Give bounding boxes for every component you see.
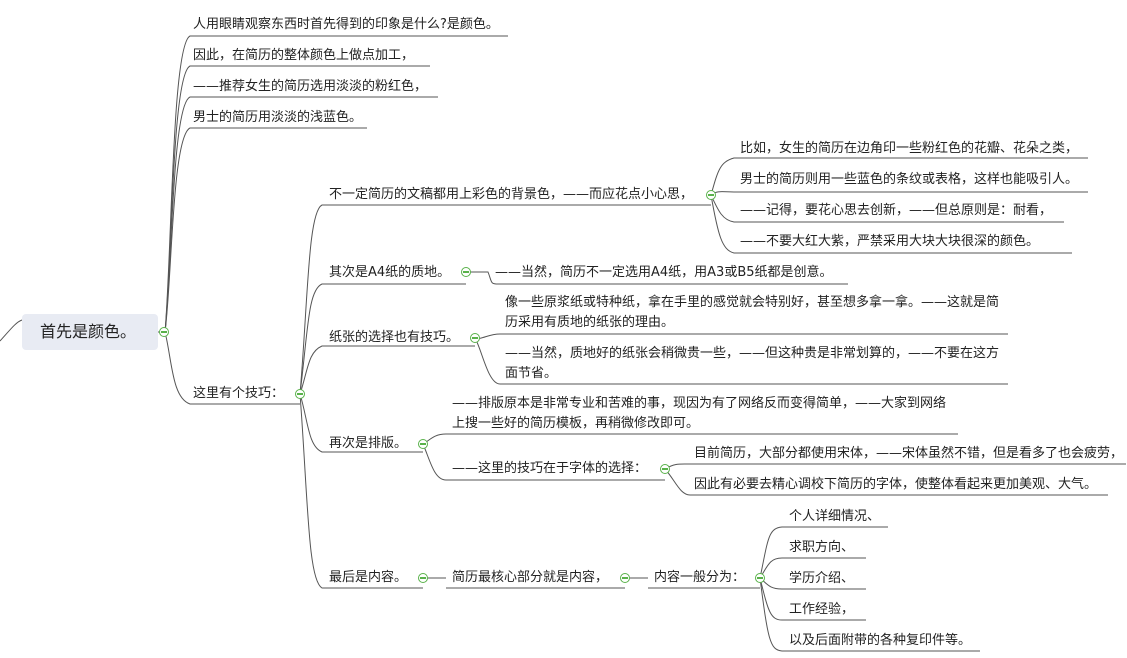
- intro-item[interactable]: 因此，在简历的整体颜色上做点加工，: [193, 48, 415, 63]
- font-topic[interactable]: ——这里的技巧在于字体的选择：: [452, 461, 648, 476]
- intro-item[interactable]: ——推荐女生的简历选用淡淡的粉红色，: [193, 79, 428, 94]
- intro-item[interactable]: 人用眼睛观察东西时首先得到的印象是什么?是颜色。: [193, 17, 499, 32]
- split-child[interactable]: 学历介绍、: [789, 571, 855, 586]
- connector-a4: [299, 283, 466, 395]
- background-collapse-icon[interactable]: [706, 190, 716, 200]
- root-incoming-connector: [0, 319, 23, 342]
- a4-collapse-icon[interactable]: [461, 267, 471, 277]
- font-child[interactable]: 因此有必要去精心调校下简历的字体，使整体看起来更加美观、大气。: [694, 477, 1098, 492]
- content-core-topic[interactable]: 简历最核心部分就是内容，: [452, 570, 609, 585]
- connector-intro-4: [164, 127, 367, 333]
- background-topic[interactable]: 不一定简历的文稿都用上彩色的背景色，——而应花点小心思，: [329, 187, 694, 202]
- split-child[interactable]: 工作经验，: [789, 602, 855, 617]
- layout-child[interactable]: ——排版原本是非常专业和苦难的事，现因为有了网络反而变得简单，——大家到网络上搜…: [452, 396, 947, 431]
- root-topic[interactable]: 首先是颜色。: [22, 314, 158, 350]
- content-topic[interactable]: 最后是内容。: [329, 570, 408, 585]
- paper-child[interactable]: 像一些原浆纸或特种纸，拿在手里的感觉就会特别好，甚至想多拿一拿。——这就是简历采…: [505, 295, 1000, 330]
- connector-tips: [164, 331, 300, 405]
- layout-collapse-icon[interactable]: [418, 439, 428, 449]
- split-child[interactable]: 个人详细情况、: [789, 509, 881, 524]
- split-collapse-icon[interactable]: [755, 573, 765, 583]
- intro-item[interactable]: 男士的简历用淡淡的浅蓝色。: [193, 110, 363, 125]
- content-split-topic[interactable]: 内容一般分为：: [654, 570, 746, 585]
- a4-child[interactable]: ——当然，简历不一定选用A4纸，用A3或B5纸都是创意。: [495, 265, 833, 280]
- core-collapse-icon[interactable]: [620, 573, 630, 583]
- background-child[interactable]: ——不要大红大紫，严禁采用大块大块很深的颜色。: [740, 234, 1040, 249]
- connector-intro-3: [164, 96, 438, 333]
- background-child[interactable]: ——记得，要花心思去创新，——但总原则是：耐看，: [740, 203, 1053, 218]
- connector-paper: [299, 345, 475, 395]
- root-collapse-icon[interactable]: [159, 327, 169, 337]
- connector-background: [299, 204, 711, 395]
- font-collapse-icon[interactable]: [660, 464, 670, 474]
- a4-topic[interactable]: 其次是A4纸的质地。: [329, 265, 451, 280]
- tips-topic[interactable]: 这里有个技巧：: [193, 386, 285, 401]
- background-child[interactable]: 男士的简历则用一些蓝色的条纹或表格，这样也能吸引人。: [740, 172, 1079, 187]
- split-child[interactable]: 求职方向、: [789, 540, 855, 555]
- paper-collapse-icon[interactable]: [470, 333, 480, 343]
- connector-content: [299, 393, 423, 589]
- split-child[interactable]: 以及后面附带的各种复印件等。: [789, 633, 972, 648]
- paper-topic[interactable]: 纸张的选择也有技巧。: [329, 330, 460, 345]
- layout-topic[interactable]: 再次是排版。: [329, 436, 408, 451]
- paper-child[interactable]: ——当然，质地好的纸张会稍微贵一些，——但这种贵是非常划算的，——不要在这方面节…: [505, 346, 1000, 381]
- font-child[interactable]: 目前简历，大部分都使用宋体，——宋体虽然不错，但是看多了也会疲劳，: [694, 446, 1124, 461]
- connector-layout: [299, 393, 423, 453]
- background-child[interactable]: 比如，女生的简历在边角印一些粉红色的花瓣、花朵之类，: [740, 141, 1079, 156]
- tips-collapse-icon[interactable]: [295, 389, 305, 399]
- content-collapse-icon[interactable]: [418, 573, 428, 583]
